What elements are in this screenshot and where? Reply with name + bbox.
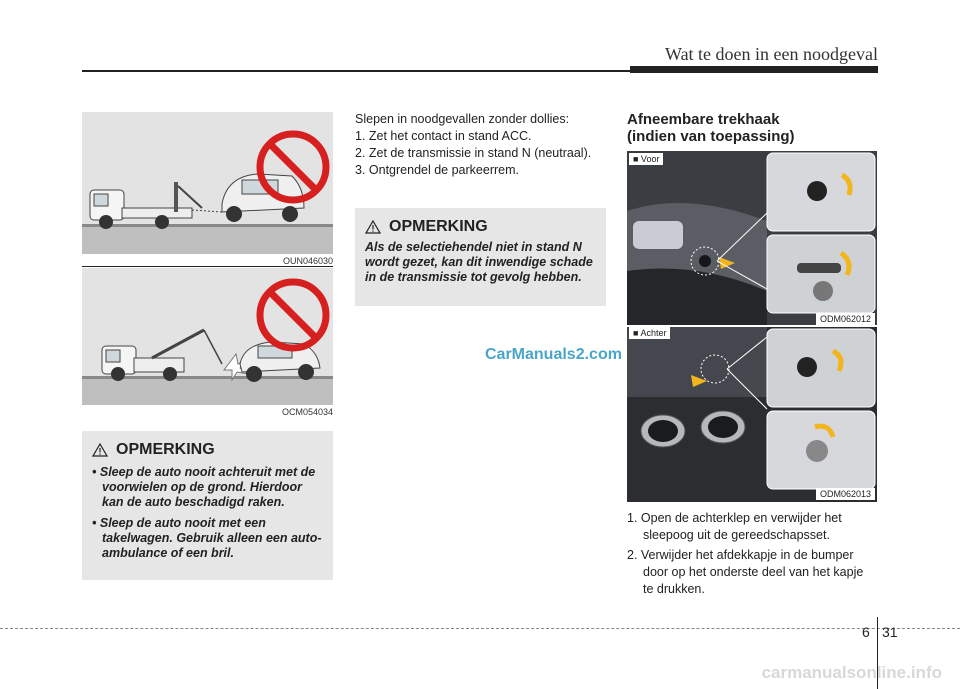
towing-intro: Slepen in noodgevallen zonder dollies: (355, 112, 570, 126)
towing-step: 3. Ontgrendel de parkeerrem. (355, 163, 519, 177)
chapter-number: 6 (862, 624, 870, 640)
middle-caution-box: OPMERKING Als de selectiehendel niet in … (355, 208, 606, 306)
header-rule-thick (630, 66, 878, 73)
left-caution-box: OPMERKING • Sleep de auto nooit achterui… (82, 431, 333, 580)
warning-icon (92, 443, 108, 457)
tow-hook-steps: 1. Open de achterklep en verwijder het s… (627, 510, 877, 598)
middle-caution-text: Als de selectiehendel niet in stand N wo… (365, 240, 593, 284)
middle-caution-header: OPMERKING (365, 218, 488, 236)
towing-steps: 1. Zet het contact in stand ACC. 2. Zet … (355, 128, 605, 179)
footer-line (0, 628, 960, 629)
middle-caution-heading: OPMERKING (389, 218, 488, 235)
page-divider (877, 617, 878, 689)
tow-hook-step: 2. Verwijder het afdekkapje in de bumper… (627, 548, 864, 596)
header-rule (82, 70, 630, 72)
watermark: CarManuals2.com (485, 346, 622, 363)
figure-code-1: OUN046030 (282, 256, 333, 266)
left-caution-header: OPMERKING (92, 441, 215, 459)
front-tow-hook-photo: ■ Voor ODM062012 (627, 151, 877, 325)
front-label: ■ Voor (629, 153, 664, 165)
figure-divider (82, 266, 333, 267)
tow-hook-heading-line2: (indien van toepassing) (627, 128, 795, 145)
figure-code-2: OCM054034 (281, 407, 333, 417)
left-caution-list: • Sleep de auto nooit achteruit met de v… (92, 465, 325, 561)
warning-icon (365, 220, 381, 234)
left-caution-heading: OPMERKING (116, 441, 215, 458)
rear-figure-code: ODM062013 (815, 488, 875, 500)
rear-label: ■ Achter (629, 327, 671, 339)
front-figure-code: ODM062012 (815, 313, 875, 325)
illustration-wrecker-towing (82, 268, 333, 405)
page-number: 31 (882, 624, 898, 640)
tow-hook-heading-line1: Afneembare trekhaak (627, 111, 780, 128)
footer-watermark: carmanualsonline.info (761, 663, 942, 682)
rear-tow-hook-photo: ■ Achter ODM062013 (627, 327, 877, 502)
tow-hook-step: 1. Open de achterklep en verwijder het s… (627, 511, 842, 542)
left-caution-item: • Sleep de auto nooit met een takelwagen… (92, 516, 322, 560)
middle-column-text: Slepen in noodgevallen zonder dollies: 1… (355, 111, 605, 179)
page-header-title: Wat te doen in een noodgeval (665, 44, 878, 64)
tow-hook-heading: Afneembare trekhaak (indien van toepassi… (627, 111, 877, 145)
left-caution-item: • Sleep de auto nooit achteruit met de v… (92, 465, 316, 509)
towing-step: 1. Zet het contact in stand ACC. (355, 129, 532, 143)
illustration-reverse-towing (82, 112, 333, 254)
towing-step: 2. Zet de transmissie in stand N (neutra… (355, 146, 592, 160)
